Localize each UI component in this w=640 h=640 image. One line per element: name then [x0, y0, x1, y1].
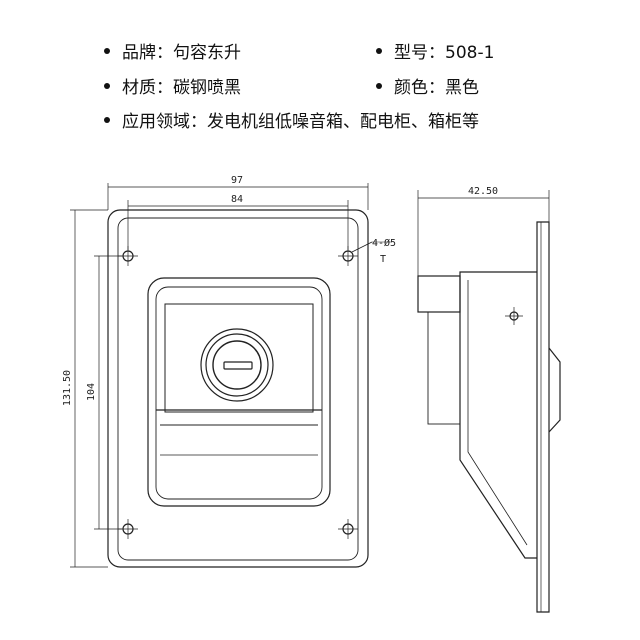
dim-depth	[417, 190, 550, 276]
dim-height-holes-text: 104	[86, 383, 97, 401]
front-outer-plate	[107, 209, 369, 568]
spec-color: 颜色：黑色	[376, 77, 479, 99]
side-flange	[536, 221, 550, 613]
spec-application-label: 应用领域：	[122, 112, 207, 132]
mounting-hole-icon	[338, 519, 358, 539]
dim-width-holes-text: 84	[231, 194, 243, 205]
dim-depth-text: 42.50	[468, 186, 498, 197]
spec-color-label: 颜色：	[394, 78, 445, 98]
bullet-icon	[104, 117, 110, 123]
bullet-icon	[376, 48, 382, 54]
spec-brand-value: 句容东升	[173, 43, 241, 63]
spec-application-value: 发电机组低噪音箱、配电柜、箱柜等	[207, 112, 479, 132]
side-hole-icon	[505, 307, 523, 325]
side-paddle	[548, 347, 561, 433]
spec-model-value: 508-1	[445, 43, 495, 63]
dim-height-outer	[70, 209, 108, 568]
paddle	[164, 303, 314, 413]
dim-width-outer	[107, 183, 369, 210]
spec-model-label: 型号：	[394, 43, 445, 63]
spec-color-value: 黑色	[445, 78, 479, 98]
spec-application: 应用领域：发电机组低噪音箱、配电柜、箱柜等	[104, 111, 479, 133]
handle-recess-outer	[147, 277, 331, 507]
spec-material-value: 碳钢喷黑	[173, 78, 241, 98]
handle-recess-inner	[155, 286, 323, 500]
spec-brand-label: 品牌：	[122, 43, 173, 63]
bullet-icon	[104, 48, 110, 54]
dim-height-outer-text: 131.50	[62, 370, 73, 406]
spec-model: 型号：508-1	[376, 42, 494, 64]
bullet-icon	[376, 83, 382, 89]
bullet-icon	[104, 83, 110, 89]
hole-note-leader	[351, 241, 373, 253]
dim-height-holes	[94, 255, 122, 530]
dim-width-outer-text: 97	[231, 175, 243, 186]
hole-note-text: 4-Ø5	[372, 237, 396, 249]
dim-width-holes	[127, 200, 349, 250]
spec-material-label: 材质：	[122, 78, 173, 98]
hole-note-sub-text: T	[380, 254, 386, 265]
lock-cylinder-icon	[200, 328, 274, 402]
side-cylinder	[417, 275, 461, 313]
front-inner-plate	[117, 217, 359, 561]
spec-brand: 品牌：句容东升	[104, 42, 241, 64]
spec-material: 材质：碳钢喷黑	[104, 77, 241, 99]
side-body	[459, 271, 537, 559]
